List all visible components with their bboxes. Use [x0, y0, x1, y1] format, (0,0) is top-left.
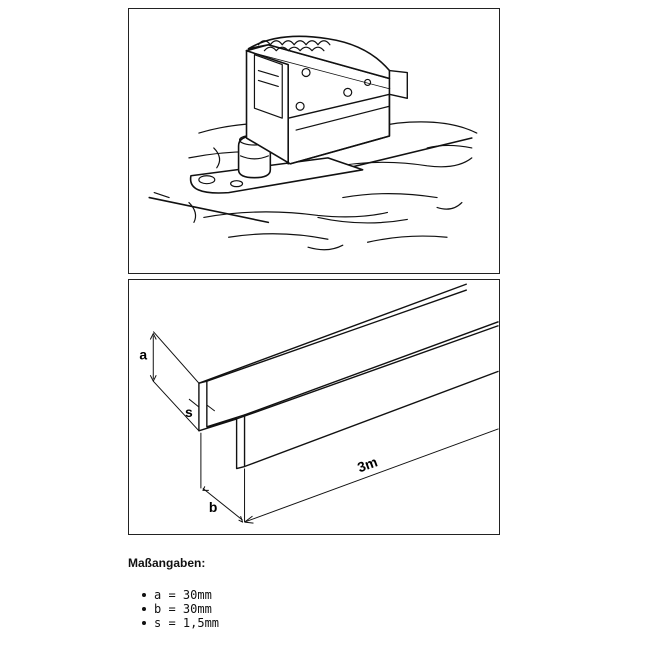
spec-item-s: s = 1,5mm: [142, 616, 500, 630]
threshold-device-illustration: [148, 35, 478, 251]
floor-gap-line: [148, 196, 270, 224]
angle-profile-drawing: a s b 3m: [139, 283, 499, 524]
installation-illustration-panel: [128, 8, 500, 274]
profile-dimension-panel: a s b 3m: [128, 279, 500, 535]
profile-end-face: [198, 380, 246, 470]
dimension-label-s: s: [185, 404, 193, 420]
specs-title: Maßangaben:: [128, 556, 206, 570]
dimension-lines: [149, 331, 499, 524]
dimension-specs: Maßangaben: a = 30mm b = 30mm s = 1,5mm: [128, 556, 500, 630]
dimension-label-length: 3m: [355, 453, 379, 475]
plate-screw-hole: [198, 175, 216, 185]
base-plate: [189, 157, 364, 194]
specs-list: a = 30mm b = 30mm s = 1,5mm: [128, 588, 500, 630]
wood-floor-hatching: [153, 121, 478, 251]
profile-top-edge: [198, 283, 468, 384]
housing-screw: [301, 67, 311, 78]
dimension-label-a: a: [139, 346, 147, 362]
dimension-label-b: b: [209, 499, 217, 515]
spec-item-b: b = 30mm: [142, 602, 500, 616]
spec-item-a: a = 30mm: [142, 588, 500, 602]
